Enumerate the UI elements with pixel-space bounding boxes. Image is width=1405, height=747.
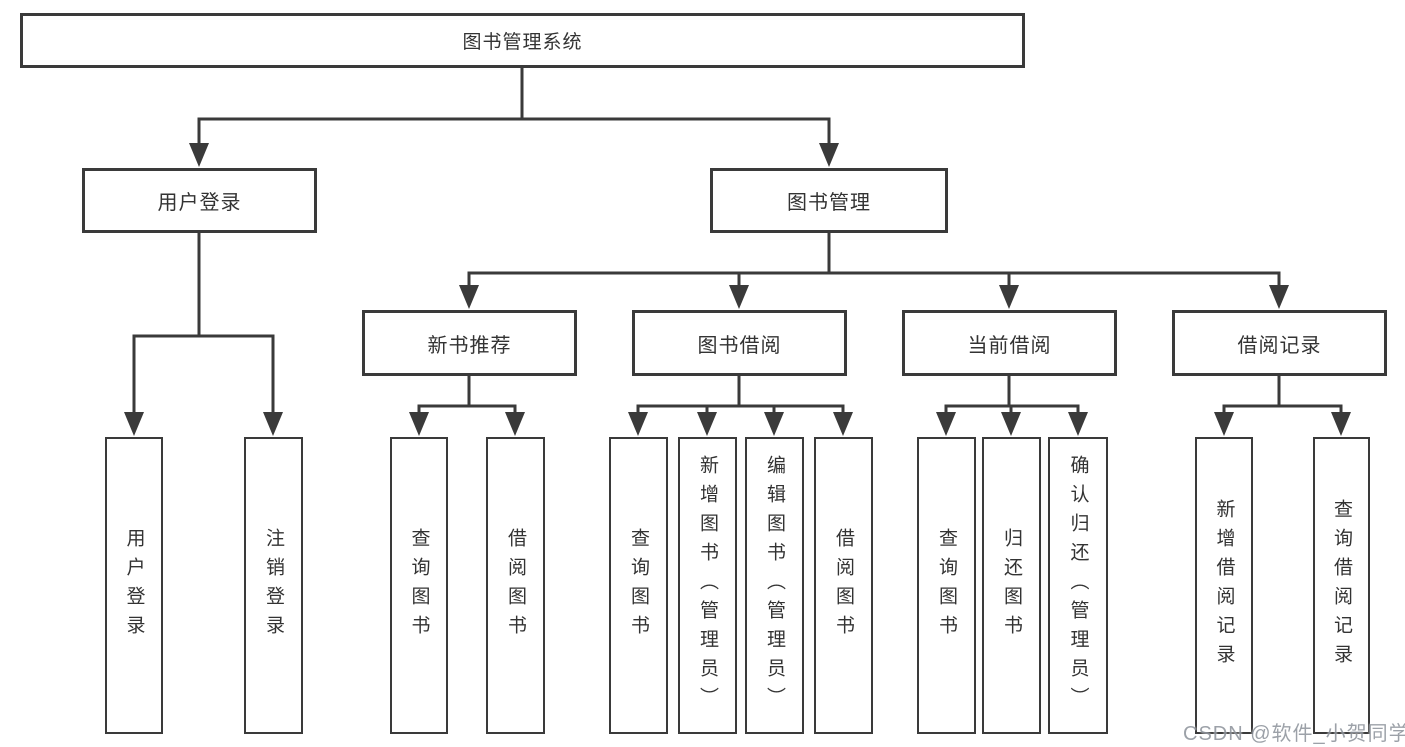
node-book-borrowing: 图书借阅 [632, 310, 847, 376]
node-borrow-books-recommend: 借阅图书 [486, 437, 545, 734]
node-label: 用户登录 [157, 192, 242, 214]
node-label: 借阅记录 [1237, 334, 1322, 357]
node-label: 新增图书（管理员） [697, 455, 718, 716]
node-label: 新书推荐 [427, 334, 512, 357]
node-label: 当前借阅 [967, 334, 1052, 357]
node-label: 查询图书 [408, 527, 430, 644]
node-label: 图书管理 [787, 192, 871, 214]
node-borrowing-records: 借阅记录 [1172, 310, 1387, 376]
node-label: 查询借阅记录 [1331, 498, 1352, 673]
node-borrow-books: 借阅图书 [814, 437, 873, 734]
node-query-borrow-record: 查询借阅记录 [1313, 437, 1370, 734]
node-label: 用户登录 [123, 527, 145, 644]
node-label: 图书借阅 [697, 334, 782, 357]
node-label: 确认归还（管理员） [1067, 455, 1089, 716]
node-current-borrowing: 当前借阅 [902, 310, 1117, 376]
node-new-book-recommend: 新书推荐 [362, 310, 577, 376]
node-return-books: 归还图书 [982, 437, 1041, 734]
node-query-books-borrowing: 查询图书 [609, 437, 668, 734]
node-logout: 注销登录 [244, 437, 303, 734]
node-label: 借阅图书 [505, 527, 526, 644]
node-query-books-recommend: 查询图书 [390, 437, 448, 734]
node-label: 编辑图书（管理员） [764, 455, 785, 716]
node-user-login-leaf: 用户登录 [105, 437, 163, 734]
node-label: 图书管理系统 [462, 32, 583, 53]
node-label: 借阅图书 [833, 527, 854, 644]
csdn-watermark: CSDN @软件_小贺同学 [1183, 723, 1405, 745]
node-edit-books-admin: 编辑图书（管理员） [745, 437, 804, 734]
node-label: 注销登录 [263, 527, 284, 644]
node-book-management: 图书管理 [710, 168, 948, 233]
node-confirm-return-admin: 确认归还（管理员） [1048, 437, 1108, 734]
node-label: 查询图书 [628, 527, 649, 644]
node-user-login: 用户登录 [82, 168, 317, 233]
node-label: 新增借阅记录 [1213, 498, 1235, 673]
node-label: 归还图书 [1001, 527, 1022, 644]
node-query-books-current: 查询图书 [917, 437, 976, 734]
node-add-books-admin: 新增图书（管理员） [678, 437, 737, 734]
node-label: 查询图书 [936, 527, 957, 644]
node-add-borrow-record: 新增借阅记录 [1195, 437, 1253, 734]
node-library-system: 图书管理系统 [20, 13, 1025, 68]
